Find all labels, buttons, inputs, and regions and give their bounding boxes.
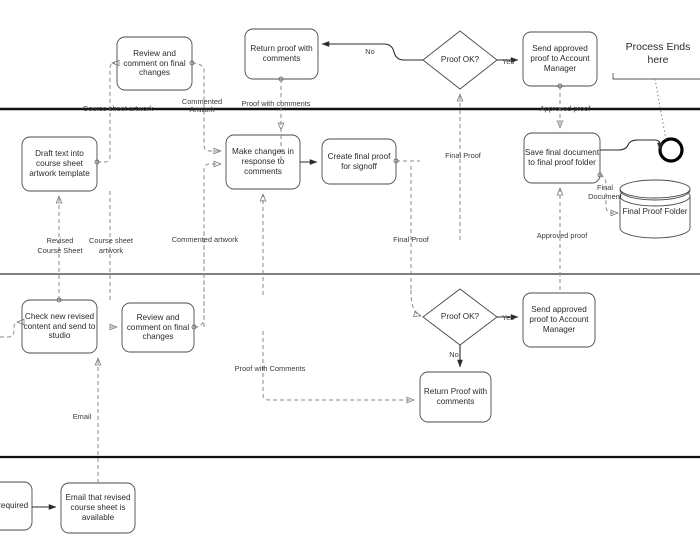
- task-shape-check-new-revised: [21, 299, 98, 354]
- flow-save-to-end: [600, 139, 663, 151]
- task-shape-send-approved-proof-bot: [522, 292, 596, 348]
- msg-final-proof-to-gateway: [410, 289, 422, 317]
- task-shape-review-final-changes-bot: [121, 302, 195, 353]
- task-shape-email-revised-available: [60, 482, 136, 534]
- task-shape-save-final-document: [523, 132, 601, 184]
- condition-label-no-top: No: [365, 47, 375, 56]
- condition-label-no-bot: No: [449, 350, 459, 359]
- end-event-process-end: [658, 137, 684, 163]
- msg-save-to-folder: [597, 172, 619, 217]
- task-shape-check-content-amend: [0, 481, 33, 531]
- message-flows: [0, 59, 619, 483]
- task-shape-create-final-proof: [321, 138, 397, 185]
- task-shape-send-approved-proof-top: [522, 31, 598, 87]
- task-shape-return-proof-comments-bot: [419, 371, 492, 423]
- msg-checkrevised-left-in: [0, 318, 25, 338]
- condition-label-yes-bot: Yes: [501, 313, 515, 322]
- task-shape-review-final-changes-top: [116, 36, 193, 91]
- msg-proof-with-comments-low: [262, 331, 415, 404]
- annotation-bracket-process-ends: [612, 73, 700, 80]
- msg-draft-to-review-top: [94, 59, 120, 165]
- sequence-flows: Return proof with comments --> Send appr…: [32, 41, 663, 510]
- flow-proofok-top-no: [321, 41, 423, 61]
- gateway-shape-proof-ok-top: [422, 30, 498, 90]
- task-shapes: [0, 28, 601, 534]
- data-store-final-proof-folder: [619, 179, 691, 239]
- task-shape-draft-text-template: [21, 136, 98, 192]
- gateway-shapes: [422, 30, 498, 346]
- msg-commented-artwork-low: [193, 160, 222, 328]
- task-shape-make-changes-comments: [225, 134, 301, 190]
- msg-review-top-to-makechanges: [189, 60, 222, 155]
- task-shape-return-proof-comments-top: [244, 28, 319, 80]
- condition-label-yes-top: Yes: [501, 57, 515, 66]
- gateway-shape-proof-ok-bot: [422, 288, 498, 346]
